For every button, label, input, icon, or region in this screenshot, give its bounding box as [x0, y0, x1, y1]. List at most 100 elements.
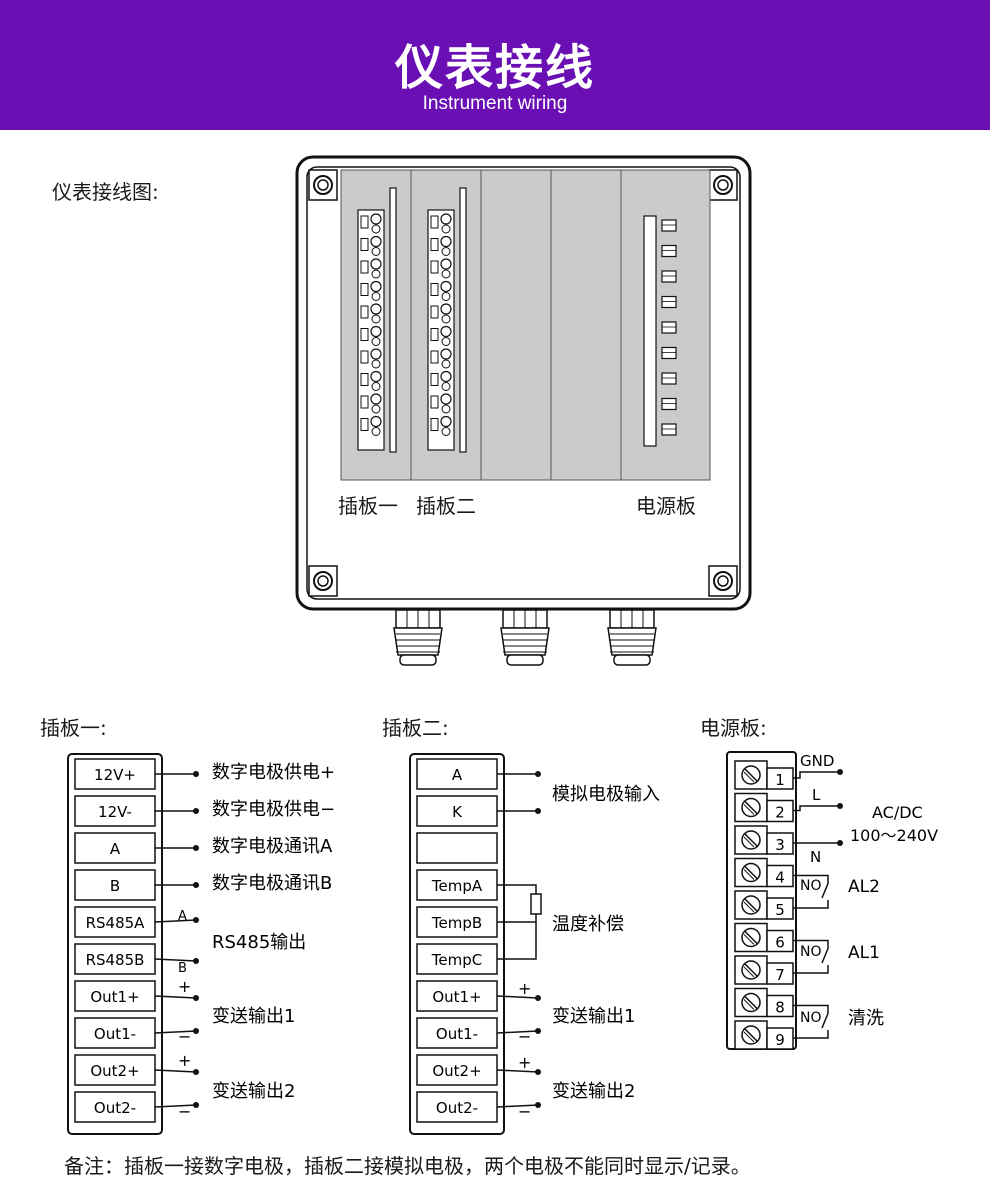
b1-label-comm-b: 数字电极通讯B: [212, 873, 332, 894]
power-terminal: 4: [734, 857, 794, 888]
wiring-diagrams: 12V+ 12V- A B RS485A RS485B Out1+ Out1- Out2+ Out…: [67, 751, 938, 1135]
b1-terminal: Out2-: [74, 1091, 156, 1123]
power-terminal: 9: [734, 1020, 794, 1050]
board2-title: 插板二:: [382, 716, 449, 740]
b2-terminal: K: [416, 795, 498, 827]
wire-end-dot: [193, 1069, 199, 1075]
enclosure-diagram: [295, 155, 752, 666]
b2-terminal-label: A: [452, 766, 463, 784]
out2-minus-sign: −: [178, 1102, 191, 1121]
out2-plus-sign: +: [178, 1051, 191, 1070]
cable-gland-icon: [393, 609, 443, 666]
b2-out2-minus-sign: −: [518, 1102, 531, 1121]
b2-terminal: TempA: [416, 869, 498, 901]
no-label-al1: NO: [800, 944, 822, 960]
wire: [496, 1069, 539, 1073]
b2-terminal: TempC: [416, 943, 498, 975]
n-label: N: [810, 848, 821, 866]
power-terminal: 1: [734, 760, 794, 790]
relay-contact-icon: [793, 939, 829, 974]
power-terminal: 8: [734, 987, 794, 1018]
b2-terminal: Out1+: [416, 980, 498, 1012]
wire: [793, 771, 840, 779]
b1-terminal-label: Out2-: [94, 1099, 136, 1117]
panel-slot3: [480, 169, 552, 481]
b1-terminal-label: RS485B: [86, 951, 145, 969]
header-banner: 仪表接线 Instrument wiring: [0, 0, 990, 130]
b2-terminal-label: Out2+: [432, 1062, 481, 1080]
power-terminal-number: 7: [775, 966, 785, 984]
power-terminal-number: 6: [775, 934, 785, 952]
relay-contact-icon: [793, 1004, 829, 1039]
b2-label-out2: 变送输出2: [552, 1081, 635, 1102]
b1-label-12vminus: 数字电极供电−: [212, 799, 335, 820]
b1-terminal-label: B: [110, 877, 120, 895]
power-terminal: 7: [734, 955, 794, 985]
b1-terminal: Out1+: [74, 980, 156, 1012]
relay-contact-icon: [793, 874, 829, 909]
b2-out1-minus-sign: −: [518, 1027, 531, 1046]
b2-terminal: TempB: [416, 906, 498, 938]
b2-out2-plus-sign: +: [518, 1053, 531, 1072]
panel-slot4: [550, 169, 622, 481]
b2-terminal: Out2-: [416, 1091, 498, 1123]
wire: [496, 995, 539, 999]
power-terminal-number: 5: [775, 901, 785, 919]
power-terminal-number: 1: [775, 771, 785, 789]
b2-label-temp: 温度补偿: [552, 914, 624, 935]
rs485a-wire-label: A: [178, 909, 187, 924]
power-terminal-number: 8: [775, 999, 785, 1017]
b2-terminal-label: TempB: [431, 914, 482, 932]
cable-gland-icon: [607, 609, 657, 666]
b1-terminal: RS485B: [74, 943, 156, 975]
b1-terminal-label: A: [110, 840, 121, 858]
al1-label: AL1: [848, 943, 880, 963]
power-terminal-number: 4: [775, 869, 785, 887]
wire-end-dot: [535, 808, 541, 814]
wire: [154, 1069, 197, 1073]
b2-out1-plus-sign: +: [518, 979, 531, 998]
b1-terminal-label: Out2+: [90, 1062, 139, 1080]
wire-end-dot: [535, 1069, 541, 1075]
wire: [496, 1104, 539, 1108]
b1-terminal: 12V-: [74, 795, 156, 827]
wire-end-dot: [535, 995, 541, 1001]
power-terminal-number: 2: [775, 804, 785, 822]
terminal-block-connector: [427, 187, 467, 453]
screw-icon: [708, 565, 738, 597]
wire-end-dot: [193, 771, 199, 777]
b2-terminal: Out1-: [416, 1017, 498, 1049]
b2-terminal-label: Out2-: [436, 1099, 478, 1117]
gnd-label: GND: [800, 752, 834, 770]
slot1-label: 插板一: [338, 494, 398, 518]
wire-end-dot: [535, 771, 541, 777]
wire: [497, 922, 537, 960]
wire: [154, 995, 197, 999]
voltage-label: 100～240V: [850, 826, 938, 845]
wire-end-dot: [193, 845, 199, 851]
b1-terminal: 12V+: [74, 758, 156, 790]
b1-terminal-label: 12V-: [98, 803, 132, 821]
wire-end-dot: [193, 958, 199, 964]
out1-plus-sign: +: [178, 977, 191, 996]
acdc-label: AC/DC: [872, 803, 923, 822]
wire: [154, 958, 197, 962]
l-label: L: [812, 786, 821, 804]
b1-terminal: B: [74, 869, 156, 901]
b2-label-analog: 模拟电极输入: [552, 784, 660, 805]
b1-terminal: Out1-: [74, 1017, 156, 1049]
slot2-label: 插板二: [416, 494, 476, 518]
slot3-label: 电源板: [636, 494, 696, 518]
footnote: 备注：插板一接数字电极，插板二接模拟电极，两个电极不能同时显示/记录。: [64, 1154, 751, 1178]
b2-terminal-label: K: [452, 803, 463, 821]
terminal-block-connector: [357, 187, 397, 453]
power-terminal: 3: [734, 825, 794, 855]
b1-terminal: RS485A: [74, 906, 156, 938]
power-terminal-connector: [643, 215, 677, 447]
wire-end-dot: [193, 882, 199, 888]
b2-terminal-label: Out1-: [436, 1025, 478, 1043]
screw-icon: [308, 169, 338, 201]
b2-terminal: Out2+: [416, 1054, 498, 1086]
power-terminal: 6: [734, 922, 794, 953]
power-terminal: 5: [734, 890, 794, 920]
